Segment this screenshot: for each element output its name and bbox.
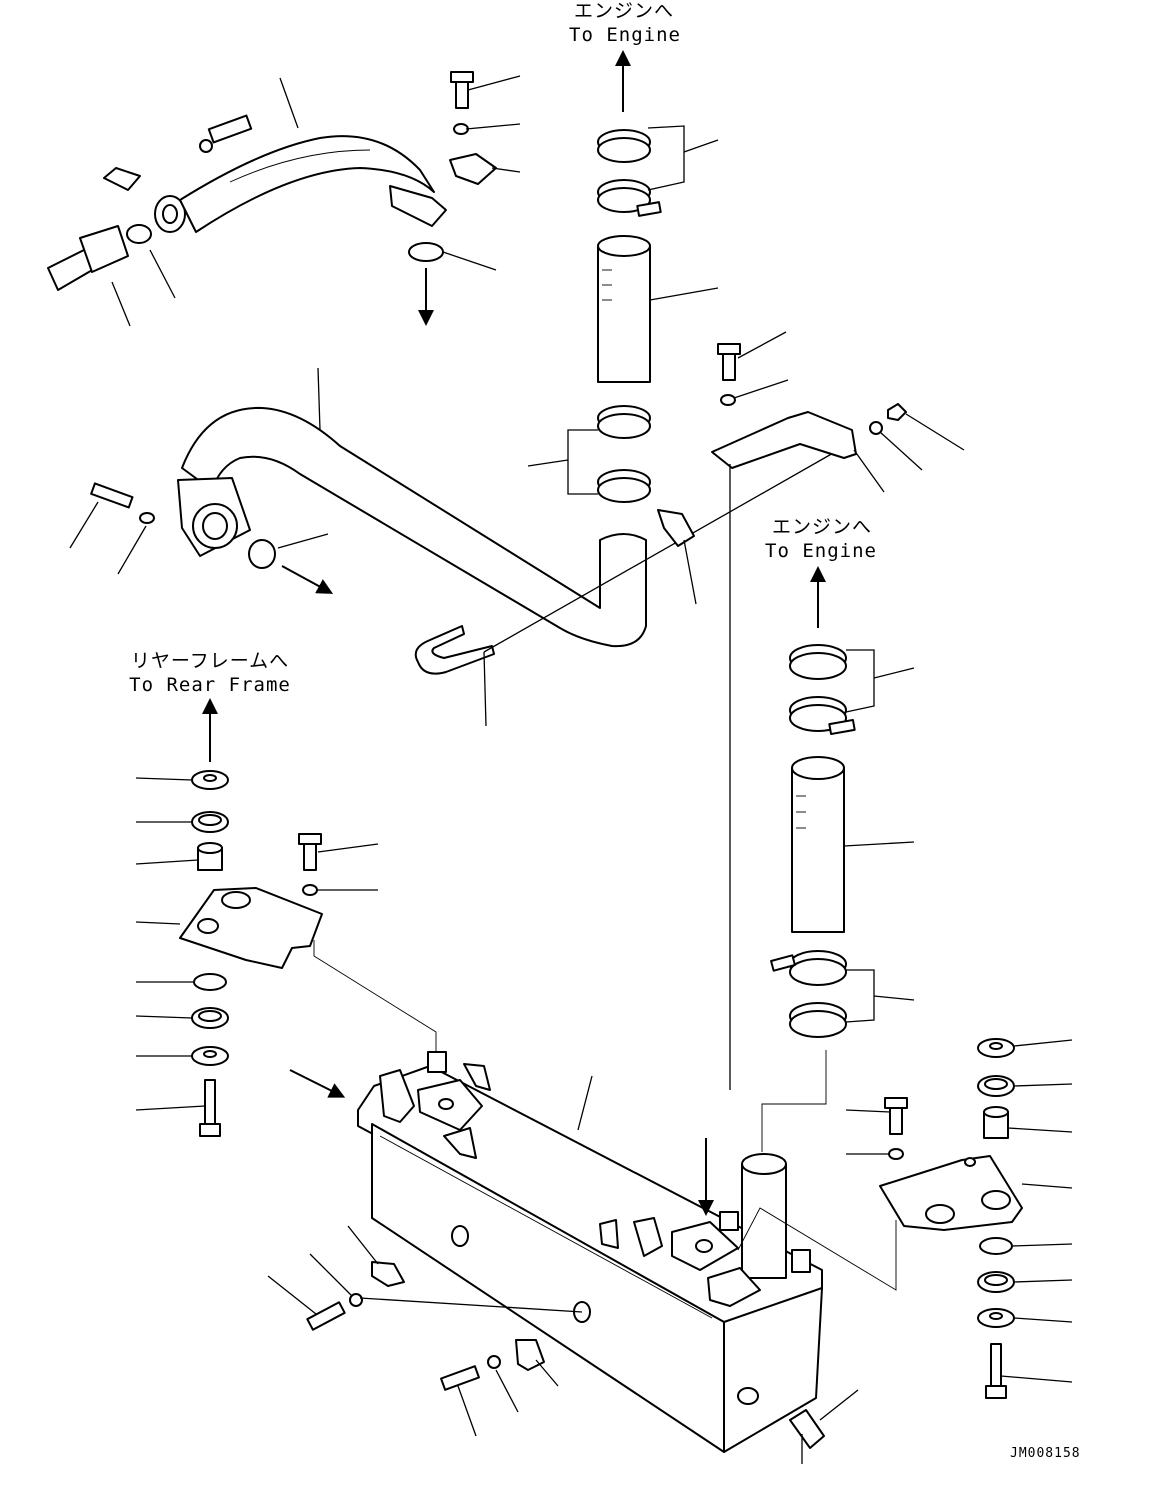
tank-assembly xyxy=(289,1050,897,1464)
rear-frame-label-jp: リヤーフレームへ xyxy=(130,650,290,672)
engine-top-label-jp: エンジンへ xyxy=(573,0,674,22)
engine-top-label-en: To Engine xyxy=(569,24,681,46)
rear-frame-label-en: To Rear Frame xyxy=(129,674,291,696)
engine-right-label-en: To Engine xyxy=(765,540,877,562)
right-mount-stack xyxy=(845,1038,1073,1399)
lower-fasteners xyxy=(267,1225,591,1437)
drawing-code: JM008158 xyxy=(1010,1446,1081,1461)
main-pipe xyxy=(69,367,843,727)
top-hose-clamps xyxy=(527,50,719,503)
engine-right-label-jp: エンジンへ xyxy=(771,516,872,538)
left-mount-stack xyxy=(135,698,437,1137)
upper-bracket xyxy=(657,331,965,1090)
right-hose-clamps xyxy=(770,566,915,1038)
upper-hose-assembly xyxy=(47,71,521,327)
